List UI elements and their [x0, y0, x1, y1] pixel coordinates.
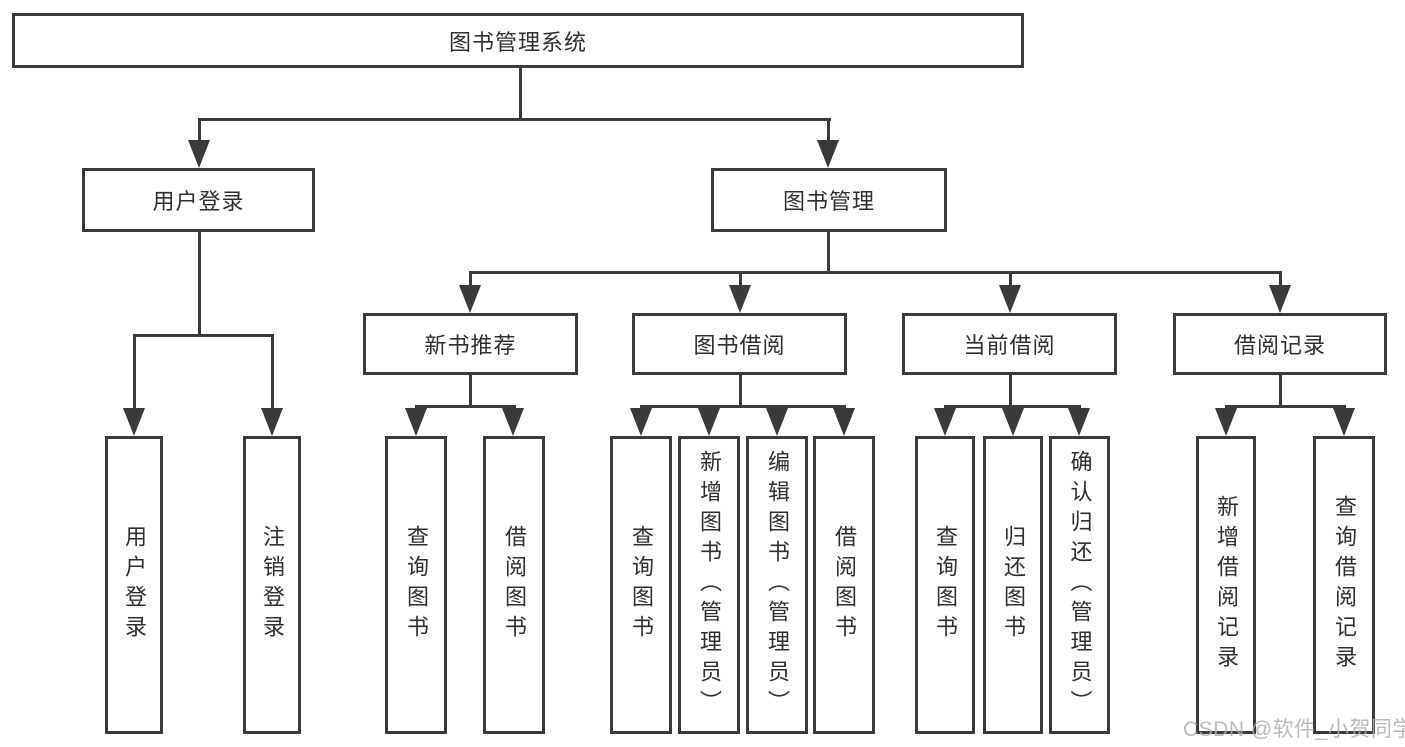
connector-drop-book-borrow	[739, 271, 742, 288]
arrowhead-leaf	[934, 408, 956, 436]
connector-drop-login	[198, 118, 201, 144]
connector-book-borrow-rail	[640, 405, 846, 408]
connector-book-mgmt-stem	[827, 232, 830, 274]
node-label: 查询借阅记录	[1332, 495, 1357, 675]
node-label: 确认归还（管理员）	[1067, 450, 1093, 720]
node-current-borrowing: 当前借阅	[902, 313, 1117, 375]
connector-drop-borrow-records	[1279, 271, 1282, 288]
node-new-book-recommend: 新书推荐	[363, 313, 578, 375]
connector-level3-rail	[469, 271, 1282, 274]
node-leaf-add-books-admin: 新增图书（管理员）	[678, 436, 740, 734]
arrowhead-leaf	[766, 408, 788, 436]
arrowhead-book-mgmt	[817, 140, 839, 168]
node-leaf-logout: 注销登录	[243, 436, 301, 734]
arrowhead-leaf	[502, 408, 524, 436]
arrowhead-leaf	[698, 408, 720, 436]
node-book-borrowing: 图书借阅	[632, 313, 847, 375]
node-label: 新书推荐	[424, 333, 517, 358]
watermark-text: CSDN @软件_小贺同学	[1183, 718, 1405, 741]
arrowhead-leaf	[630, 408, 652, 436]
node-label: 新增借阅记录	[1214, 495, 1239, 675]
node-label: 图书借阅	[693, 333, 786, 358]
node-label: 图书管理系统	[448, 29, 587, 55]
node-label: 借阅图书	[832, 525, 857, 645]
connector-borrow-records-stem	[1279, 375, 1282, 408]
arrowhead-login-leaf2	[261, 408, 283, 436]
arrowhead-leaf	[1002, 408, 1024, 436]
node-label: 用户登录	[152, 189, 245, 214]
node-label: 归还图书	[1001, 525, 1026, 645]
node-leaf-borrow-books-recommend: 借阅图书	[483, 436, 545, 734]
arrowhead-login	[188, 140, 210, 168]
arrowhead-login-leaf1	[123, 408, 145, 436]
node-leaf-query-books: 查询图书	[610, 436, 672, 734]
connector-drop-new-book	[469, 271, 472, 288]
connector-login-stem	[198, 232, 201, 336]
node-label: 查询图书	[629, 525, 654, 645]
connector-borrow-records-rail	[1225, 405, 1346, 408]
node-label: 借阅图书	[502, 525, 527, 645]
connector-new-book-stem	[469, 375, 472, 408]
node-book-management: 图书管理	[711, 168, 947, 232]
connector-root-stem	[519, 66, 522, 121]
arrowhead-current-borrow	[999, 285, 1021, 313]
node-label: 查询图书	[404, 525, 429, 645]
node-leaf-edit-books-admin: 编辑图书（管理员）	[746, 436, 808, 734]
node-library-management-system: 图书管理系统	[12, 13, 1024, 68]
connector-drop-book-mgmt	[827, 118, 830, 144]
node-leaf-query-books-current: 查询图书	[915, 436, 975, 734]
arrowhead-borrow-records	[1269, 285, 1291, 313]
node-label: 注销登录	[260, 525, 285, 645]
node-label: 图书管理	[782, 189, 875, 214]
connector-drop-login-leaf2	[271, 334, 274, 412]
arrowhead-leaf	[405, 408, 427, 436]
connector-book-borrow-stem	[739, 375, 742, 408]
connector-drop-login-leaf1	[133, 334, 136, 412]
connector-current-borrow-stem	[1009, 375, 1012, 408]
node-label: 当前借阅	[963, 333, 1056, 358]
node-label: 用户登录	[122, 525, 147, 645]
arrowhead-leaf	[833, 408, 855, 436]
connector-drop-current-borrow	[1009, 271, 1012, 288]
arrowhead-book-borrow	[729, 285, 751, 313]
node-leaf-query-borrow-record: 查询借阅记录	[1313, 436, 1375, 734]
connector-new-book-rail	[415, 405, 516, 408]
node-label: 查询图书	[933, 525, 958, 645]
node-label: 借阅记录	[1233, 333, 1326, 358]
node-leaf-add-borrow-record: 新增借阅记录	[1196, 436, 1256, 734]
arrowhead-leaf	[1333, 408, 1355, 436]
node-user-login: 用户登录	[82, 168, 315, 232]
node-borrowing-records: 借阅记录	[1173, 313, 1387, 375]
node-leaf-borrow-books: 借阅图书	[813, 436, 875, 734]
node-leaf-return-books: 归还图书	[983, 436, 1043, 734]
node-label: 编辑图书（管理员）	[765, 450, 790, 720]
arrowhead-leaf	[1068, 408, 1090, 436]
node-leaf-confirm-return-admin: 确认归还（管理员）	[1049, 436, 1110, 734]
connector-level2-rail	[198, 118, 831, 121]
node-label: 新增图书（管理员）	[697, 450, 722, 720]
node-leaf-query-books-recommend: 查询图书	[385, 436, 447, 734]
arrowhead-new-book	[459, 285, 481, 313]
node-leaf-user-login: 用户登录	[105, 436, 163, 734]
arrowhead-leaf	[1215, 408, 1237, 436]
connector-login-rail	[133, 334, 274, 337]
